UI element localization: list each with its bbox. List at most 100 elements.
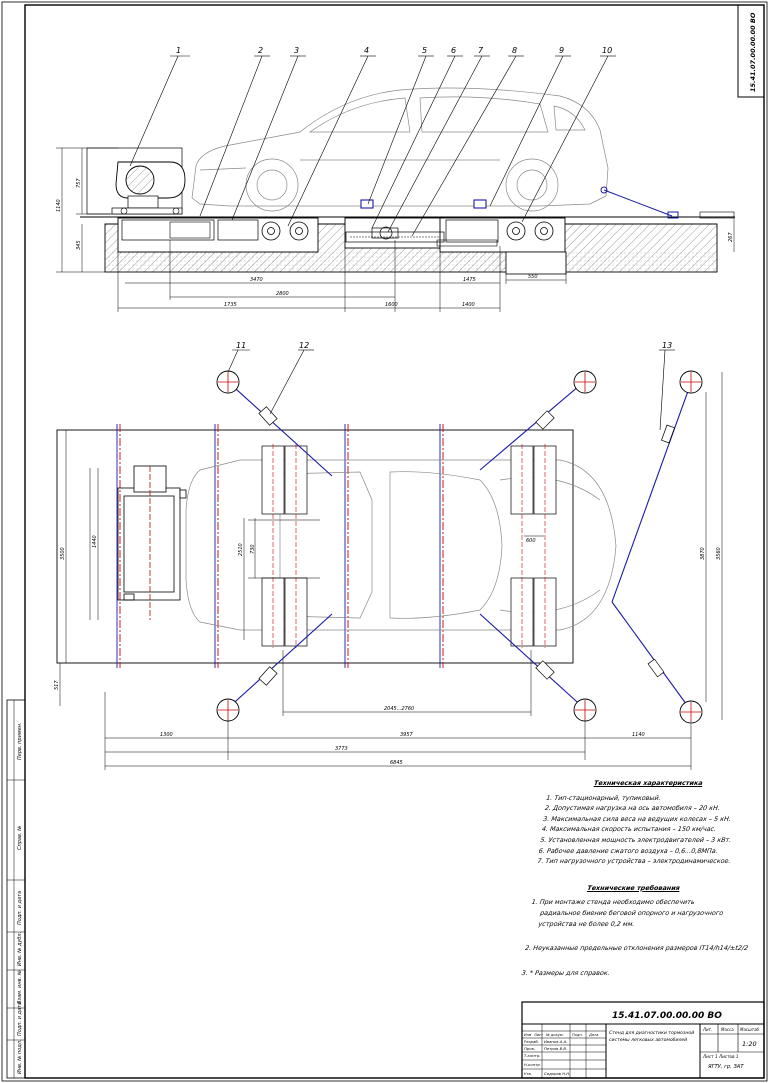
spec-item: 5. Установленная мощность электродвигате… <box>539 835 732 844</box>
car-side-silhouette <box>191 87 609 212</box>
dim-plan-b2: 3957 <box>400 732 414 738</box>
tb-col-date: Дата <box>588 1033 598 1037</box>
fan-unit <box>86 147 186 215</box>
dim-side-c: 2800 <box>276 291 289 297</box>
callout-8: 8 <box>512 46 517 55</box>
tb-name-check: Петров В.В. <box>544 1046 567 1051</box>
plan-axes <box>116 424 444 668</box>
plan-arms <box>225 379 693 713</box>
tb-role-tcontrol: Т.контр. <box>524 1053 540 1058</box>
rotated-code-box: 15.41.07.00.00.00 ВО <box>737 4 765 98</box>
callout-7: 7 <box>478 46 484 55</box>
tb-col-izm: Изм <box>524 1033 532 1037</box>
requirements-title: Технические требования <box>586 883 681 892</box>
side-strip: Перв. примен. Справ. № Подп. и дата Инв.… <box>6 699 26 1079</box>
tb-name-dev: Иванов А.А. <box>544 1039 567 1044</box>
side-view: 1 2 3 4 5 6 7 8 9 10 <box>56 46 735 312</box>
sensor-8 <box>473 199 487 209</box>
title-block <box>521 1001 765 1079</box>
plan-view: 11 12 13 3500 517 1440 2510 <box>54 341 723 770</box>
spec-item: 1. Тип-стационарный, тупиковый. <box>545 793 662 802</box>
side-strip-label-4: Инв. № дубл. <box>17 932 23 966</box>
dim-side-d: 1735 <box>224 302 237 308</box>
dim-plan-small: 600 <box>526 538 536 544</box>
drawing-code-vertical: 15.41.07.00.00.00 ВО <box>749 12 757 92</box>
tb-role-approve: Утв. <box>524 1071 532 1076</box>
callout-6: 6 <box>451 46 456 55</box>
tb-role-dev: Разраб. <box>524 1039 539 1044</box>
tb-sheet-index: Лист 1 Листов 1 <box>702 1054 739 1059</box>
tb-role-ncontrol: Н.контр. <box>524 1062 541 1067</box>
requirement-item: 3. * Размеры для справок. <box>521 968 611 977</box>
callout-13: 13 <box>662 341 672 350</box>
dim-plan-mid-height: 2510 <box>238 543 244 556</box>
dim-plan-right-b: 3560 <box>716 547 722 560</box>
dim-plan-left-height: 3500 <box>60 547 66 560</box>
callout-1: 1 <box>176 46 181 55</box>
tb-name-approve: Сидоров Н.Н. <box>544 1071 570 1076</box>
callout-2: 2 <box>258 46 263 55</box>
anchor-points <box>216 370 703 724</box>
tb-mass: Масса <box>721 1027 734 1032</box>
plan-outline <box>56 429 574 664</box>
dim-side-total-height: 1140 <box>56 199 62 212</box>
dim-plan-total-b: 6845 <box>390 760 403 766</box>
sheet-inner-frame <box>24 4 765 1079</box>
tb-scale-label: Масштаб <box>740 1027 760 1032</box>
dim-side-b: 1475 <box>463 277 476 283</box>
spec-item: 6. Рабочее давление сжатого воздуха – 0,… <box>538 846 719 855</box>
callout-11: 11 <box>236 341 246 350</box>
dim-side-floor-height: 345 <box>76 240 82 250</box>
tb-col-doc: № докум. <box>545 1033 564 1037</box>
callout-10: 10 <box>602 46 612 55</box>
dim-plan-mid-inner: 730 <box>250 544 256 554</box>
dim-plan-total-a: 3773 <box>335 746 348 752</box>
tb-scale-value: 1:20 <box>742 1040 757 1048</box>
dim-side-f: 1400 <box>462 302 475 308</box>
dim-side-right-height: 267 <box>728 232 734 242</box>
requirement-item: 2. Неуказанные предельные отклонения раз… <box>524 944 749 953</box>
side-strip-label-3: Подп. и дата <box>17 891 23 925</box>
fan-grille-icon <box>125 165 155 195</box>
tb-role-check: Пров. <box>524 1046 535 1051</box>
dim-side-fan-height: 757 <box>76 178 82 188</box>
dim-side-a: 3470 <box>250 277 263 283</box>
callout-4: 4 <box>364 46 369 55</box>
callout-leaders <box>129 55 616 237</box>
dim-plan-bottom-left: 517 <box>54 680 60 690</box>
side-strip-label-6: Подп. и дата <box>17 1002 23 1036</box>
tb-col-sign: Подп. <box>572 1033 583 1037</box>
spec-item: 4. Максимальная скорость испытания – 150… <box>541 825 717 834</box>
title-block-name-1: Стенд для диагностики тормозной <box>609 1030 694 1036</box>
drive-unit <box>371 226 399 240</box>
dim-plan-box-height: 1440 <box>92 535 98 548</box>
spec-item: 3. Максимальная сила веса на ведущих кол… <box>542 814 732 823</box>
roller-pair-front <box>261 221 554 241</box>
dim-plan-b1: 1300 <box>160 732 173 738</box>
callout-9: 9 <box>559 46 564 55</box>
sensor-5 <box>360 199 374 209</box>
title-block-code: 15.41.07.00.00.00 ВО <box>612 1011 722 1021</box>
callout-12: 12 <box>299 341 309 350</box>
tow-link <box>600 186 679 219</box>
tb-lit: Лит. <box>702 1027 712 1032</box>
dim-plan-b3: 1140 <box>632 732 645 738</box>
callout-3: 3 <box>294 46 299 55</box>
fan-unit-plan <box>117 465 187 620</box>
side-strip-label-7: Инв. № подл. <box>17 1040 23 1075</box>
tb-org: ЯГТУ, гр. ЗАТ <box>707 1064 744 1070</box>
notes-block: Техническая характеристика 1. Тип-стацио… <box>521 778 749 978</box>
tb-col-list: Лист <box>533 1033 544 1037</box>
roller-sets-plan <box>261 445 557 647</box>
specs-title: Техническая характеристика <box>593 779 704 787</box>
spec-item: 2. Допустимая нагрузка на ось автомобиля… <box>544 804 721 813</box>
side-strip-label-5: Взам. инв. № <box>17 970 23 1004</box>
requirement-item: 1. При монтаже стенда необходимо обеспеч… <box>531 898 724 928</box>
dim-small-box: 550 <box>528 274 538 280</box>
ground-base <box>105 252 717 272</box>
dim-side-e: 1600 <box>385 302 398 308</box>
side-strip-label-1: Перв. примен. <box>17 722 23 760</box>
dim-plan-wheelbase: 2045...2760 <box>384 706 414 712</box>
